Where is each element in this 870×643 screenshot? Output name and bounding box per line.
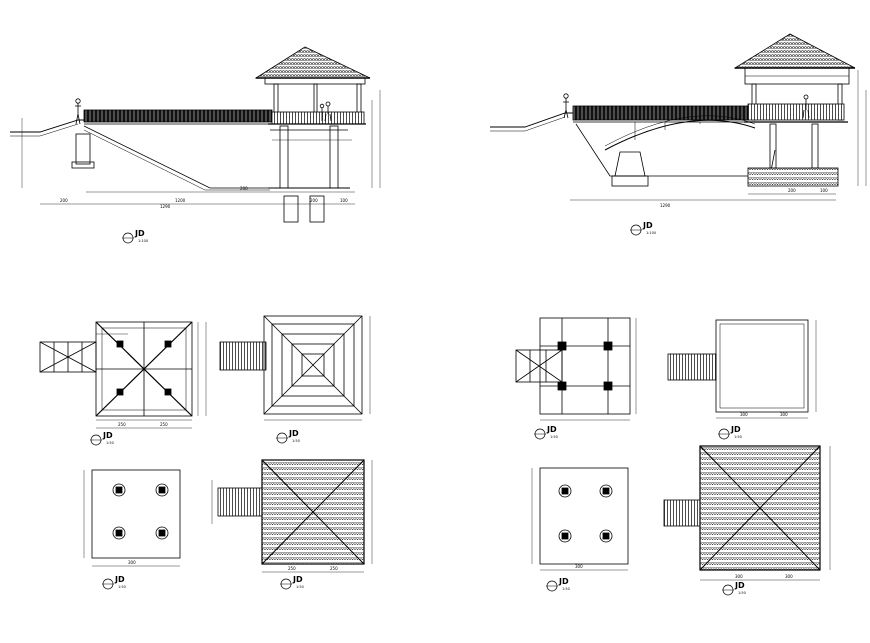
person-figure-right [563,93,569,119]
plan-roof-left [211,459,373,573]
plan-roof-right [663,445,831,581]
dim-label: 300 [785,574,793,579]
plan-framing-right [515,317,637,421]
dim-label: 200 [60,198,68,203]
plan-deck-right [667,319,817,419]
person-figure-pavilion-left [319,101,332,122]
dim-label: 200 [240,186,248,191]
pavilion-right-roof [733,33,856,85]
person-figure-pavilion-right [802,94,810,119]
dim-label: 250 [288,566,296,571]
tag-elev-right: JD 1:100 [630,221,656,236]
tag-scale: 1:50 [550,435,558,439]
tag-scale: 1:50 [562,587,570,591]
plan-framing-left [39,321,207,429]
tag-scale: 1:50 [118,585,126,589]
dim-label: 300 [735,574,743,579]
plan-foundation-left [83,469,181,567]
tag-elev-left: JD 1:100 [122,229,148,244]
drawing-tags: JD 1:100 JD 1:100 JD 1:50 JD 1:50 JD 1:5… [90,221,746,596]
dim-label: 200 [788,188,796,193]
tag-scale: 1:50 [106,441,114,445]
tag-label: JD [546,425,557,434]
tag-plan-rbl: JD 1:50 [546,577,570,592]
tag-label: JD [642,221,653,230]
tag-label: JD [292,575,303,584]
tag-plan-rtl: JD 1:50 [534,425,558,440]
dim-label: 100 [820,188,828,193]
tag-plan-rbr: JD 1:50 [722,581,746,596]
dim-label: 100 [340,198,348,203]
tag-label: JD [114,575,125,584]
plan-foundation-right [531,467,629,571]
dim-label: 300 [128,560,136,565]
tag-label: JD [288,429,299,438]
dim-label: 300 [740,412,748,417]
tag-scale: 1:50 [734,435,742,439]
tag-scale: 1:100 [646,231,656,235]
dim-label: 1290 [160,204,171,209]
plan-roof-framing-left [219,315,371,421]
tag-plan-tr: JD 1:50 [276,429,300,444]
dimension-labels: 200 1200 200 200 100 1290 1290 200 100 2… [60,186,828,579]
left-elevation-drawing [10,46,381,223]
tag-plan-br: JD 1:50 [280,575,304,590]
person-figure-left [75,98,81,125]
tag-label: JD [734,581,745,590]
tag-plan-rtr: JD 1:50 [718,425,742,440]
tag-scale: 1:50 [292,439,300,443]
pavilion-left-roof [254,46,371,85]
dim-label: 250 [330,566,338,571]
dim-label: 200 [310,198,318,203]
tag-scale: 1:100 [138,239,148,243]
tag-scale: 1:50 [738,591,746,595]
tag-plan-tl: JD 1:50 [90,431,114,446]
right-elevation-drawing [490,33,867,201]
tag-label: JD [134,229,145,238]
dim-label: 250 [118,422,126,427]
tag-plan-bl: JD 1:50 [102,575,126,590]
tag-scale: 1:50 [296,585,304,589]
tag-label: JD [558,577,569,586]
tag-label: JD [730,425,741,434]
dim-label: 300 [780,412,788,417]
dim-label: 250 [160,422,168,427]
footing-group [112,483,169,540]
tag-label: JD [102,431,113,440]
dim-label: 1290 [660,203,671,208]
dim-label: 1200 [175,198,186,203]
dim-label: 300 [575,564,583,569]
